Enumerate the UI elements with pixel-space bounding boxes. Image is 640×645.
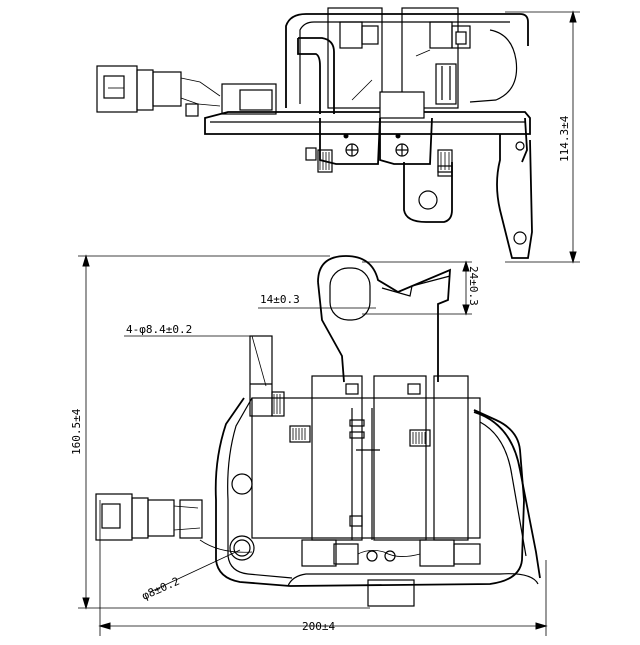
- bottom-connectors: [301, 539, 481, 607]
- dim-total-width: 200±4: [98, 500, 548, 636]
- dim-mount-holes-label: 4-φ8.4±0.2: [126, 323, 192, 336]
- coil-pack: [251, 375, 481, 541]
- coil-assembly-top: [221, 7, 529, 119]
- dim-total-width-label: 200±4: [302, 620, 335, 633]
- main-base-plate: [214, 397, 525, 587]
- upper-bracket-arm: [317, 255, 451, 383]
- hv-tube: [249, 335, 285, 417]
- dim-locating-hole-label: φ8±0.2: [140, 575, 182, 603]
- bottom-view: 160.5±4 200±4 24±0.3 14±0.3 4-φ8.4±0.: [70, 254, 548, 636]
- dim-height-top-view: 114.3±4: [505, 10, 580, 264]
- dim-slot-width-label: 14±0.3: [260, 293, 300, 306]
- coil-terminals-top: [305, 147, 453, 173]
- dim-slot-length-label: 24±0.3: [467, 266, 480, 306]
- left-connector-top: [96, 65, 221, 117]
- right-wire-loop: [287, 411, 541, 587]
- left-connector-bottom: [95, 493, 253, 553]
- dim-mount-holes: 4-φ8.4±0.2: [124, 323, 270, 387]
- dim-total-height: 160.5±4: [70, 254, 370, 610]
- top-view: 114.3±4: [96, 7, 580, 264]
- right-bracket-top: [496, 134, 533, 259]
- base-plate-top: [204, 111, 531, 163]
- dim-slot: 24±0.3 14±0.3: [258, 260, 480, 316]
- dim-total-height-label: 160.5±4: [70, 408, 83, 455]
- dim-height-top-view-label: 114.3±4: [558, 115, 571, 162]
